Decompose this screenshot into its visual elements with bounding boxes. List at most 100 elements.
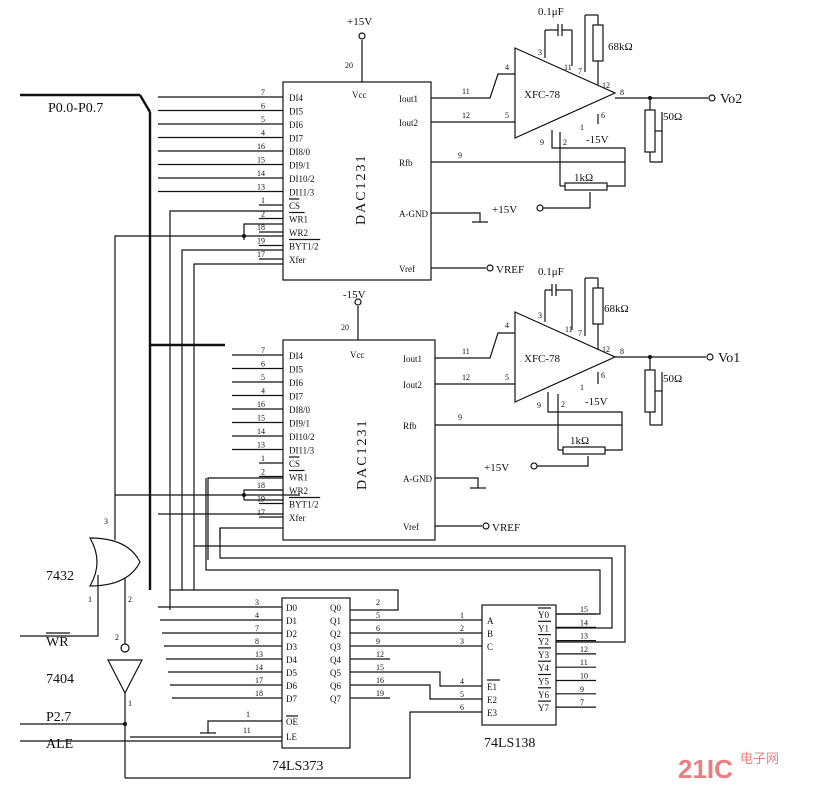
decoder-out-label-Y3: Y3: [538, 650, 549, 660]
dac-bottom-pin-6-label: DI5: [289, 365, 303, 375]
latch-out-pin-6: 6: [376, 624, 380, 633]
signal-wr: WR: [46, 635, 69, 650]
opamp-top-plus15: +15V: [492, 204, 517, 216]
dac-bottom-pin-1-label: CS: [289, 459, 300, 469]
dac-top-vcc: +15V: [347, 16, 372, 28]
dac-top-pin-12-label: Iout2: [399, 118, 418, 128]
opamp-top-cap: 0.1μF: [538, 6, 564, 18]
dac-top-pin-13-num: 13: [257, 183, 265, 192]
opamp-bottom-r50: 50Ω: [663, 373, 682, 385]
dac-bottom-pin-6-num: 6: [261, 360, 265, 369]
latch-out-pin-12: 12: [376, 650, 384, 659]
dac-top-pin-19-label: BYT1/2: [289, 242, 319, 252]
dac-bottom-vcc: -15V: [343, 289, 366, 301]
dac-top-pin-1-num: 1: [261, 196, 265, 205]
decoder-out-label-Y4: Y4: [538, 663, 549, 673]
dac-bottom-pin-3-label: A-GND: [403, 474, 432, 484]
dac-bottom-pin-18-num: 18: [257, 481, 265, 490]
decoder-in-label-A: A: [487, 616, 494, 626]
opamp-bottom-pin3: 3: [538, 311, 542, 320]
dac-bottom-pin-1-num: 1: [261, 454, 265, 463]
latch-in-pin-3: 3: [255, 598, 259, 607]
dac-top-pin-19-num: 19: [257, 237, 265, 246]
latch-in-pin-17: 17: [255, 676, 263, 685]
opamp-top-minus15: -15V: [586, 134, 609, 146]
or-gate-in2-pin: 2: [128, 595, 132, 604]
dac-top-pin-16-label: DI8/0: [289, 147, 310, 157]
decoder-out-pin-10: 10: [580, 672, 588, 681]
latch-out-label-Q7: Q7: [330, 694, 341, 704]
decoder-pins: 1A2B3C4E15E26E3Y015Y114Y213Y312Y411Y510Y…: [460, 605, 596, 718]
latch-out-label-Q4: Q4: [330, 655, 341, 665]
decoder-in-pin-5: 5: [460, 690, 464, 699]
latch-pins: 3D04D17D28D313D414D517D618D7Q02Q15Q26Q39…: [158, 598, 482, 704]
decoder-in-pin-3: 3: [460, 637, 464, 646]
opamp-top: XFC-78 11 12 4 5 0.1μF 3 11 68kΩ 7 12 Vo…: [431, 6, 742, 216]
dac-bottom-name: DAC1231: [355, 418, 370, 490]
decoder-in-label-E2: E2: [487, 695, 497, 705]
dac-bottom-left-pins: 7DI46DI55DI64DI716DI8/015DI9/114DI10/213…: [232, 346, 321, 523]
dac-top-pin-5-num: 5: [261, 115, 265, 124]
opamp-top-in-pin12: 12: [462, 111, 470, 120]
opamp-bottom-plus15: +15V: [484, 462, 509, 474]
dac-top-pin-2-num: 2: [261, 210, 265, 219]
opamp-top-pin9: 9: [540, 138, 544, 147]
opamp-top-pin1: 1: [580, 123, 584, 132]
dac-bottom-pin-12-label: Iout2: [403, 380, 422, 390]
latch-out-label-Q2: Q2: [330, 629, 341, 639]
opamp-bottom-name: XFC-78: [524, 353, 561, 365]
opamp-bottom-in-pin12: 12: [462, 373, 470, 382]
dac-top-pin-11-label: Iout1: [399, 94, 418, 104]
dac-bottom-pin-14-label: DI10/2: [289, 432, 315, 442]
dac-bottom-pin-16-label: DI8/0: [289, 405, 310, 415]
not-gate-7404: 7404 2 1 P2.7 ALE: [20, 633, 482, 779]
latch-out-label-Q1: Q1: [330, 616, 341, 626]
latch-in-label-D6: D6: [286, 681, 297, 691]
latch-oe-label: OE: [286, 717, 298, 727]
decoder-out-label-Y1: Y1: [538, 623, 549, 633]
watermark: 21IC 电子网: [678, 751, 779, 784]
latch-oe-pin: 1: [246, 710, 250, 719]
dac-top-pin-13-label: DI11/3: [289, 188, 315, 198]
or-gate-in1-pin: 1: [88, 595, 92, 604]
dac-bottom-pin-17-num: 17: [257, 508, 265, 517]
latch-in-pin-7: 7: [255, 624, 259, 633]
latch-out-pin-9: 9: [376, 637, 380, 646]
latch-body: [281, 597, 351, 749]
latch-in-label-D0: D0: [286, 603, 297, 613]
signal-ale: ALE: [46, 737, 73, 752]
dac-top-pin-17-label: Xfer: [289, 255, 306, 265]
decoder-out-label-Y5: Y5: [538, 677, 549, 687]
opamp-top-pin7: 7: [578, 67, 582, 76]
dac-bottom: DAC1231 Vcc -15V 20 7DI46DI55DI64DI716DI…: [232, 289, 436, 541]
dac-top-pin-7-label: DI4: [289, 93, 303, 103]
latch-out-pin-16: 16: [376, 676, 384, 685]
output-top-label: Vo2: [720, 92, 742, 107]
dac-top-pin-14-label: DI10/2: [289, 174, 315, 184]
decoder-name: 74LS138: [484, 736, 535, 751]
opamp-top-pin2: 2: [563, 138, 567, 147]
opamp-bottom-pin6: 6: [601, 371, 605, 380]
dac-top-name: DAC1231: [354, 153, 369, 225]
dac-top-pin-2-label: WR1: [289, 215, 308, 225]
opamp-bottom-pin4: 4: [505, 321, 509, 330]
dac-bottom-pin-7-num: 7: [261, 346, 265, 355]
opamp-bottom-pin9: 9: [537, 401, 541, 410]
opamp-bottom-cap: 0.1μF: [538, 266, 564, 278]
dac-bottom-pin-4-label: DI7: [289, 392, 303, 402]
dac-top-pin-3-label: A-GND: [399, 209, 428, 219]
opamp-top-pot: 1kΩ: [574, 172, 593, 184]
latch-74ls373: 3D04D17D28D313D414D517D618D7Q02Q15Q26Q39…: [130, 597, 482, 774]
dac-bottom-pin-7-label: DI4: [289, 351, 303, 361]
dac-bottom-pin-5-num: 5: [261, 373, 265, 382]
dac-bottom-pin-5-label: DI6: [289, 378, 303, 388]
dac-bottom-pin-2-label: WR1: [289, 473, 308, 483]
dac-bottom-pin-17-label: Xfer: [289, 513, 306, 523]
decoder-out-label-Y0: Y0: [538, 610, 549, 620]
opamp-top-rfb-pin: 9: [458, 151, 462, 160]
dac-top-pin-17-num: 17: [257, 250, 265, 259]
decoder-out-label-Y6: Y6: [538, 690, 549, 700]
